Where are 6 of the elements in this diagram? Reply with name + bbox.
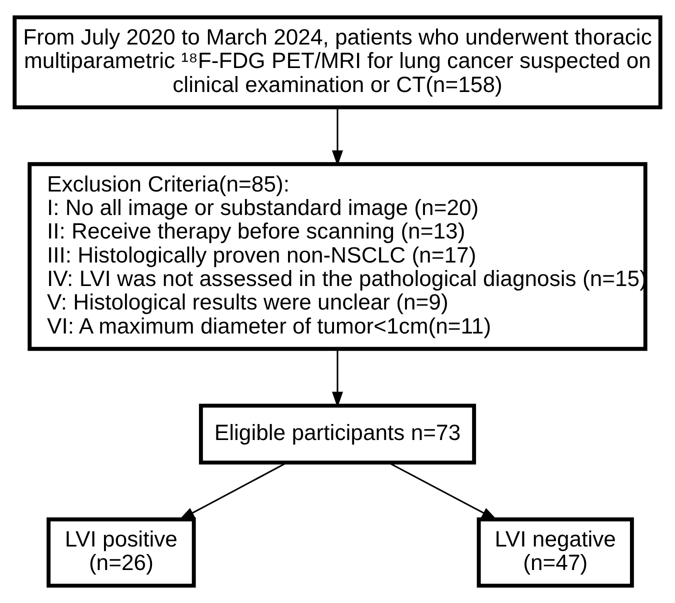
- arrow: [388, 462, 498, 520]
- node-box: LVI positive (n=26): [46, 517, 196, 588]
- node-box: LVI negative (n=47): [476, 517, 634, 588]
- node-box: From July 2020 to March 2024, patients who underwent thoracic multiparametric ¹⁸F-FDG PET/MRI for lung cancer suspected on clinical examination or CT(n=158): [12, 15, 662, 110]
- node-box: Eligible participants n=73: [198, 404, 476, 465]
- arrow: [178, 462, 288, 520]
